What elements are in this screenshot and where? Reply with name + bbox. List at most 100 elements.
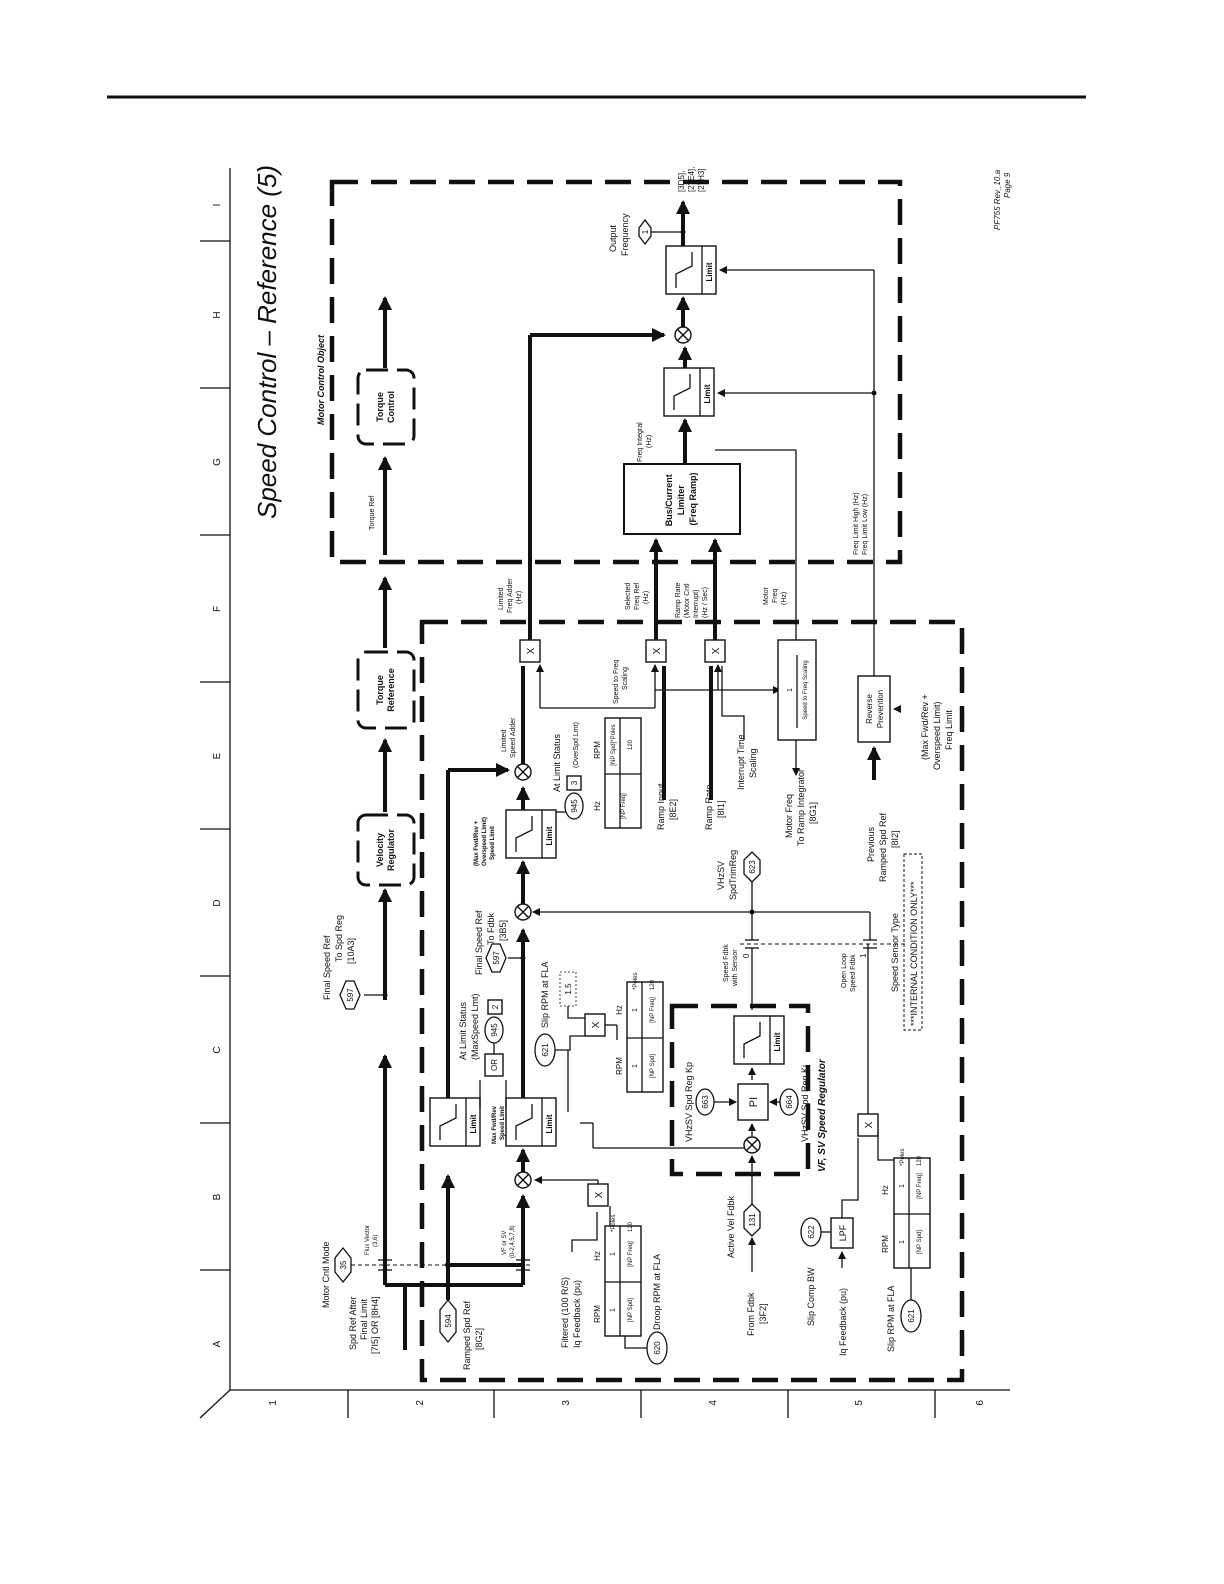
torque-control-block — [356, 368, 416, 446]
status-bit-2: 2 — [491, 1004, 500, 1009]
pi-label: PI — [748, 1097, 760, 1107]
switch-0-label: 0 — [742, 953, 751, 958]
row-label-2: 2 — [415, 1400, 426, 1406]
speed-reg-limit-label: Limit — [773, 1032, 782, 1051]
svg-text:1: 1 — [632, 1064, 639, 1068]
svg-text:RPM: RPM — [881, 1235, 890, 1253]
slip-comp-rpm-to-hz-table: 1 [NP Spd] 1 [NP Freq] *Poles 120 RPM Hz — [881, 1149, 931, 1269]
status-bit-3: 3 — [570, 780, 579, 785]
freq-adder-multiplier-label: X — [526, 647, 537, 654]
at-limit-status-overspd-label: At Limit Status — [552, 733, 562, 792]
svg-text:*Poles: *Poles — [633, 973, 639, 990]
final-speed-ref-to-fdbk-label: Final Speed Ref To Fdbk [3B5] — [474, 908, 508, 975]
param-1-value: 1 — [641, 229, 650, 234]
slip-rpm-at-fla-2-label: Slip RPM at FLA — [886, 1285, 896, 1352]
internal-condition-box — [903, 853, 923, 1031]
motor-freq-to-ramp-label: Motor Freq To Ramp Integrator [8G1] — [784, 766, 818, 846]
velocity-regulator-label: VelocityRegulator — [375, 829, 396, 872]
revision-label: PF755 Rev_10.a — [993, 169, 1002, 230]
svg-text:[NP Spd]: [NP Spd] — [650, 1054, 656, 1078]
freq-sum-junction — [674, 326, 692, 344]
torque-control-label: TorqueControl — [375, 391, 396, 423]
freq-limit-2-label: Limit — [705, 262, 714, 281]
param-663-value: 663 — [701, 1095, 710, 1109]
col-label-d: D — [212, 899, 223, 906]
svg-text:1: 1 — [632, 1008, 639, 1012]
freq-limit-2-block — [665, 245, 717, 295]
svg-text:120: 120 — [650, 979, 656, 990]
max-fwd-rev-overspeed-label: (Max Fwd/Rev + Overspeed Limit) Speed Li… — [474, 815, 496, 866]
param-597-value: 597 — [346, 988, 355, 1002]
reverse-prevention-block — [857, 675, 891, 743]
limit-2-label: Limit — [545, 1114, 554, 1133]
param-594-value: 594 — [444, 1314, 453, 1328]
svg-text:RPM: RPM — [615, 1057, 624, 1075]
col-label-h: H — [212, 311, 223, 318]
slip-comp-bw-label: Slip Comp BW — [806, 1267, 816, 1326]
svg-text:[NP Spd]: [NP Spd] — [628, 1298, 634, 1322]
param-35-value: 35 — [339, 1260, 348, 1269]
speed-adder-junction — [514, 763, 532, 781]
param-621-value-2: 621 — [907, 1309, 916, 1323]
final-speed-ref-to-spd-reg-label: Final Speed Ref To Spd Reg [10A3] — [322, 912, 356, 1000]
selected-freq-multiplier-label: X — [652, 647, 663, 654]
col-label-g: G — [212, 458, 223, 466]
vhzsv-spd-reg-ki-label: VHzSV Spd Reg Ki — [800, 1065, 810, 1142]
param-131-value: 131 — [748, 1213, 757, 1227]
active-vel-fdbk-label: Active Vel Fdbk — [726, 1195, 736, 1258]
row-label-3: 3 — [561, 1400, 572, 1406]
spd-ref-after-final-limit-label: Spd Ref After Final Limit [7I5] OR [8H4] — [348, 1294, 380, 1354]
motor-control-object-label: Motor Control Object — [316, 334, 326, 425]
vf-sv-speed-regulator-region — [669, 1003, 811, 1177]
motor-control-object-region — [329, 179, 903, 565]
slip-rpm-to-hz-table: 1 [NP Spd] 1 [NP Freq] *Poles 120 RPM Hz — [615, 973, 664, 1093]
col-label-f: F — [212, 606, 223, 612]
page-number: Page 9 — [1003, 172, 1012, 198]
param-945-value-1: 945 — [490, 1023, 499, 1037]
torque-ref-label: Torque Ref — [369, 496, 376, 530]
svg-text:[NP Freq]: [NP Freq] — [628, 1241, 634, 1267]
overspeed-limit-block — [505, 809, 557, 859]
grid-frame — [199, 168, 1010, 1419]
status-bit-3-box — [566, 775, 582, 791]
param-664-value: 664 — [785, 1095, 794, 1109]
param-945-bubble-1 — [484, 1016, 504, 1044]
param-945-bubble-2 — [564, 792, 584, 820]
switch-1-label: 1 — [859, 953, 868, 958]
ramp-rate-label: Ramp Rate[8I1] — [704, 784, 726, 830]
param-597-tag — [339, 980, 361, 1010]
bus-current-limiter-block — [623, 463, 741, 535]
droop-multiplier-label: X — [594, 1191, 605, 1198]
slip-constant: 1.5 — [564, 983, 573, 995]
droop-rpm-at-fla-label: Droop RPM at FLA — [652, 1254, 662, 1330]
speed-error-junction — [743, 1136, 761, 1154]
param-621-value-1: 621 — [541, 1043, 550, 1057]
param-1-tag — [638, 218, 652, 246]
limit-1-label: Limit — [469, 1114, 478, 1133]
row-label-4: 4 — [708, 1400, 719, 1406]
svg-text:1: 1 — [899, 1184, 906, 1188]
velocity-regulator-block — [356, 813, 416, 887]
svg-text:Hz: Hz — [593, 1251, 602, 1261]
slip-rpm-at-fla-label: Slip RPM at FLA — [540, 961, 550, 1028]
svg-text:[NP Freq]: [NP Freq] — [917, 1173, 923, 1199]
overspeed-limit-label: Limit — [545, 826, 554, 845]
param-597-value-2: 597 — [492, 951, 501, 965]
svg-text:120: 120 — [628, 1221, 634, 1232]
bus-current-limiter-label: Bus/Current Limiter (Freq Ramp) — [664, 472, 698, 527]
row-label-1: 1 — [268, 1400, 279, 1406]
svg-text:120: 120 — [917, 1155, 923, 1166]
param-623-value: 623 — [748, 860, 757, 874]
vf-or-sv-label: VF or SV(0-2,4,5,7,8) — [502, 1225, 516, 1258]
max-fwd-rev-speed-limit-1-block — [429, 1097, 481, 1147]
selected-freq-ref-label: Selected Freq Ref (Hz) — [625, 581, 650, 610]
svg-text:*Poles: *Poles — [611, 1215, 617, 1232]
or-gate-label: OR — [490, 1059, 499, 1071]
max-fwd-rev-speed-limit-2-block — [505, 1097, 557, 1147]
